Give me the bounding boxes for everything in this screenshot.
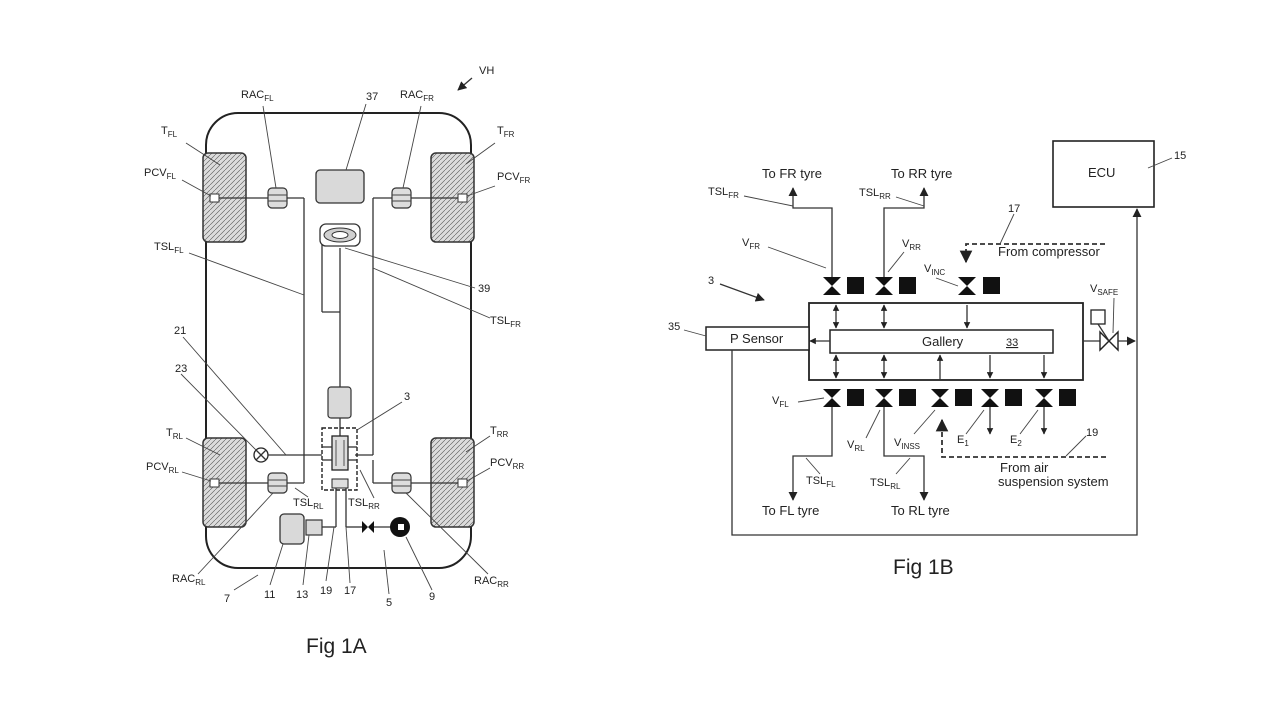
component-box — [327, 386, 352, 419]
label-rac-fr: RACFR — [400, 89, 434, 103]
component-13 — [305, 519, 323, 536]
pcv-rr — [457, 478, 468, 488]
valve-e2 — [1035, 389, 1053, 407]
label-17: 17 — [344, 585, 356, 597]
rac-fl — [267, 187, 288, 209]
from-compressor: From compressor — [998, 244, 1101, 259]
label-15: 15 — [1174, 150, 1186, 162]
label-5: 5 — [386, 597, 392, 609]
label-pcv-rl: PCVRL — [146, 461, 179, 475]
rac-rr — [391, 472, 412, 494]
label-35: 35 — [668, 321, 680, 333]
label-e2: E2 — [1010, 434, 1022, 448]
label-v-fl: VFL — [772, 395, 789, 409]
label-pcv-fr: PCVFR — [497, 171, 531, 185]
label-rac-fl: RACFL — [241, 89, 274, 103]
label-rac-rr: RACRR — [474, 575, 509, 589]
label-v-safe: VSAFE — [1090, 283, 1118, 297]
caption-fig-1a: Fig 1A — [306, 635, 367, 658]
label-tsl-rl-b: TSLRL — [870, 477, 901, 491]
valve-e1 — [981, 389, 999, 407]
label-21: 21 — [174, 325, 186, 337]
ecu-label: ECU — [1088, 165, 1115, 180]
label-vh: VH — [479, 65, 494, 77]
to-rl-tyre: To RL tyre — [891, 503, 950, 518]
label-tsl-fr: TSLFR — [490, 315, 521, 329]
vehicle-body — [205, 112, 472, 569]
label-7: 7 — [224, 593, 230, 605]
from-air-1: From air — [1000, 460, 1049, 475]
fig-1a: VH RACFL 37 RACFR TFL TFR PCVFL PCVFR TS… — [144, 65, 531, 658]
pcv-fr — [457, 193, 468, 203]
label-tsl-rr-b: TSLRR — [859, 187, 891, 201]
component-37 — [315, 169, 365, 204]
label-tsl-rr: TSLRR — [348, 497, 380, 511]
label-19: 19 — [320, 585, 332, 597]
label-3: 3 — [404, 391, 410, 403]
label-v-inc: VINC — [924, 263, 945, 277]
to-rr-tyre: To RR tyre — [891, 166, 952, 181]
label-v-rl: VRL — [847, 439, 865, 453]
valve-rr — [875, 277, 893, 295]
label-11: 11 — [264, 589, 275, 601]
label-39: 39 — [478, 283, 490, 295]
valve-fl — [823, 389, 841, 407]
label-33: 33 — [1006, 337, 1018, 349]
valve-rl — [875, 389, 893, 407]
label-tsl-fl-b: TSLFL — [806, 475, 836, 489]
rac-fr — [391, 187, 412, 209]
label-19b: 19 — [1086, 427, 1098, 439]
label-v-fr: VFR — [742, 237, 760, 251]
pcv-rl — [209, 478, 220, 488]
label-pcv-rr: PCVRR — [490, 457, 524, 471]
valve-inc — [958, 277, 976, 295]
gallery-label: Gallery — [922, 334, 964, 349]
fig-1b: ECU 15 Gallery 33 P Sensor 35 3 — [668, 140, 1186, 579]
label-9: 9 — [429, 591, 435, 603]
label-t-rr: TRR — [490, 425, 509, 439]
caption-fig-1b: Fig 1B — [893, 556, 954, 579]
label-rac-rl: RACRL — [172, 573, 206, 587]
unit-3 — [321, 427, 358, 491]
label-t-rl: TRL — [166, 427, 184, 441]
label-v-inss: VINSS — [894, 437, 920, 451]
label-tsl-rl: TSLRL — [293, 497, 324, 511]
label-37: 37 — [366, 91, 378, 103]
label-pcv-fl: PCVFL — [144, 167, 177, 181]
valve-fr — [823, 277, 841, 295]
label-v-rr: VRR — [902, 238, 921, 252]
pcv-fl — [209, 193, 220, 203]
label-17b: 17 — [1008, 203, 1020, 215]
to-fl-tyre: To FL tyre — [762, 503, 819, 518]
rac-rl — [267, 472, 288, 494]
p-sensor — [705, 326, 810, 351]
label-e1: E1 — [957, 434, 969, 448]
label-tsl-fr-b: TSLFR — [708, 186, 739, 200]
label-t-fl: TFL — [161, 125, 178, 139]
ecu-box — [1052, 140, 1155, 208]
label-13: 13 — [296, 589, 308, 601]
label-tsl-fl: TSLFL — [154, 241, 184, 255]
valve-inss — [931, 389, 949, 407]
label-23: 23 — [175, 363, 187, 375]
component-11 — [279, 513, 305, 545]
label-t-fr: TFR — [497, 125, 515, 139]
from-air-2: suspension system — [998, 474, 1109, 489]
p-sensor-label: P Sensor — [730, 331, 784, 346]
to-fr-tyre: To FR tyre — [762, 166, 822, 181]
valve-5 — [362, 521, 374, 533]
label-3b: 3 — [708, 275, 714, 287]
